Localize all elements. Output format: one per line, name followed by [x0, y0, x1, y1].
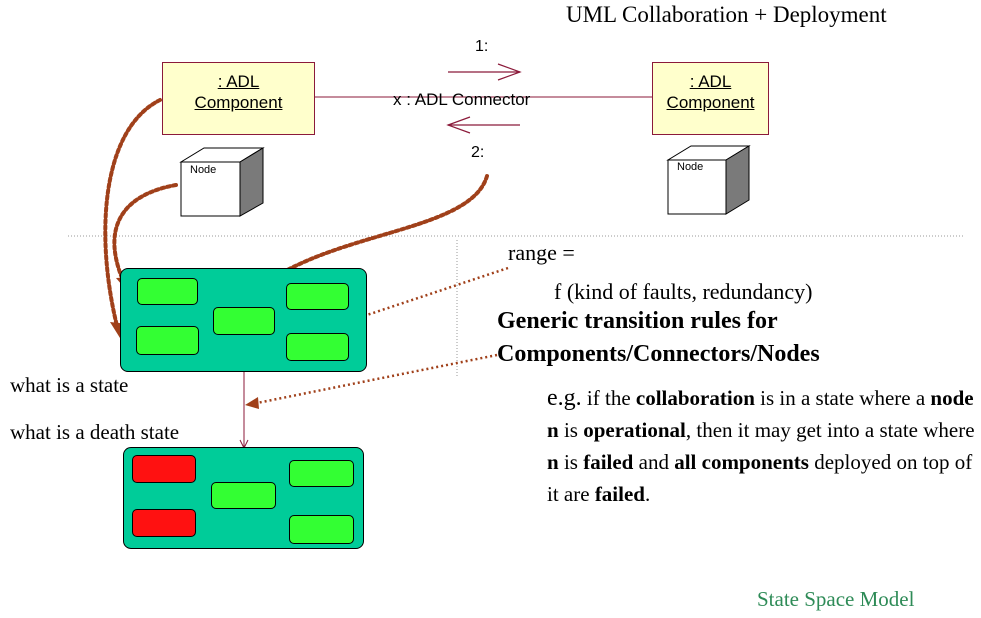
range-formula: f (kind of faults, redundancy): [554, 279, 813, 304]
range-label: range =: [508, 240, 575, 265]
state-top-cell: [213, 307, 275, 335]
rules-pointer-head: [245, 397, 259, 409]
message-arrow-2: [446, 116, 520, 134]
example-text-1: if the: [581, 386, 636, 410]
message-label-1: 1:: [475, 38, 489, 55]
component-left-line2: Component: [194, 93, 283, 112]
state-bottom-cell: [289, 460, 354, 487]
example-text-8: .: [644, 482, 651, 506]
state-bottom-cell: [132, 509, 196, 537]
mapping-arrow-component-left: [103, 98, 162, 332]
state-transition-arrow: [239, 372, 249, 450]
example-text-2: is in a state where a: [754, 386, 931, 410]
example-bold-failed-2: failed: [594, 482, 645, 506]
state-bottom-cell: [211, 482, 276, 509]
example-text-3: is: [558, 418, 584, 442]
state-label: what is a state: [10, 373, 129, 397]
example-bold-failed: failed: [583, 450, 634, 474]
example-bold-n: n: [547, 450, 559, 474]
node-left-label: Node: [190, 164, 217, 176]
state-top-cell: [136, 326, 199, 355]
state-bottom-cell: [132, 455, 196, 483]
node-right-label: Node: [677, 161, 704, 173]
example-bold-collaboration: collaboration: [635, 386, 755, 410]
component-right-line2: Component: [666, 93, 755, 112]
footer-label: State Space Model: [757, 587, 915, 611]
state-top-cell: [137, 278, 198, 305]
death-state-label: what is a death state: [10, 420, 180, 444]
component-right: : ADL Component: [652, 62, 769, 135]
node-left-shape: [179, 147, 265, 217]
example-bold-all-components: all components: [674, 450, 809, 474]
rules-heading-line2: Components/Connectors/Nodes: [497, 341, 820, 367]
example-text-6: and: [633, 450, 675, 474]
node-right-shape: [666, 145, 751, 215]
message-arrow-1: [448, 63, 522, 81]
state-top-cell: [286, 333, 349, 361]
example-bold-node: node n: [547, 386, 974, 442]
state-box-top: [120, 268, 367, 372]
example-text-5: is: [558, 450, 584, 474]
example-bold-operational: operational: [583, 418, 686, 442]
rules-heading-line1: Generic transition rules for: [497, 308, 778, 334]
state-bottom-cell: [289, 515, 354, 544]
state-box-bottom: [123, 447, 364, 549]
component-left: : ADL Component: [162, 62, 315, 135]
component-right-line1: : ADL: [689, 72, 732, 91]
message-label-2: 2:: [471, 144, 485, 161]
state-top-cell: [286, 283, 349, 310]
mapping-arrow-node-left: [112, 183, 178, 287]
rules-pointer-arrow: [251, 353, 498, 406]
example-text-7: deployed on top of it are: [547, 450, 973, 506]
example-eg: e.g.: [547, 385, 582, 411]
diagram-title: UML Collaboration + Deployment: [566, 2, 887, 27]
example-text-4: , then it may get into a state where: [685, 418, 975, 442]
connector-label: x : ADL Connector: [393, 90, 531, 109]
component-left-line1: : ADL: [217, 72, 260, 91]
example-paragraph: e.g. if the collaboration is in a state …: [547, 382, 977, 510]
